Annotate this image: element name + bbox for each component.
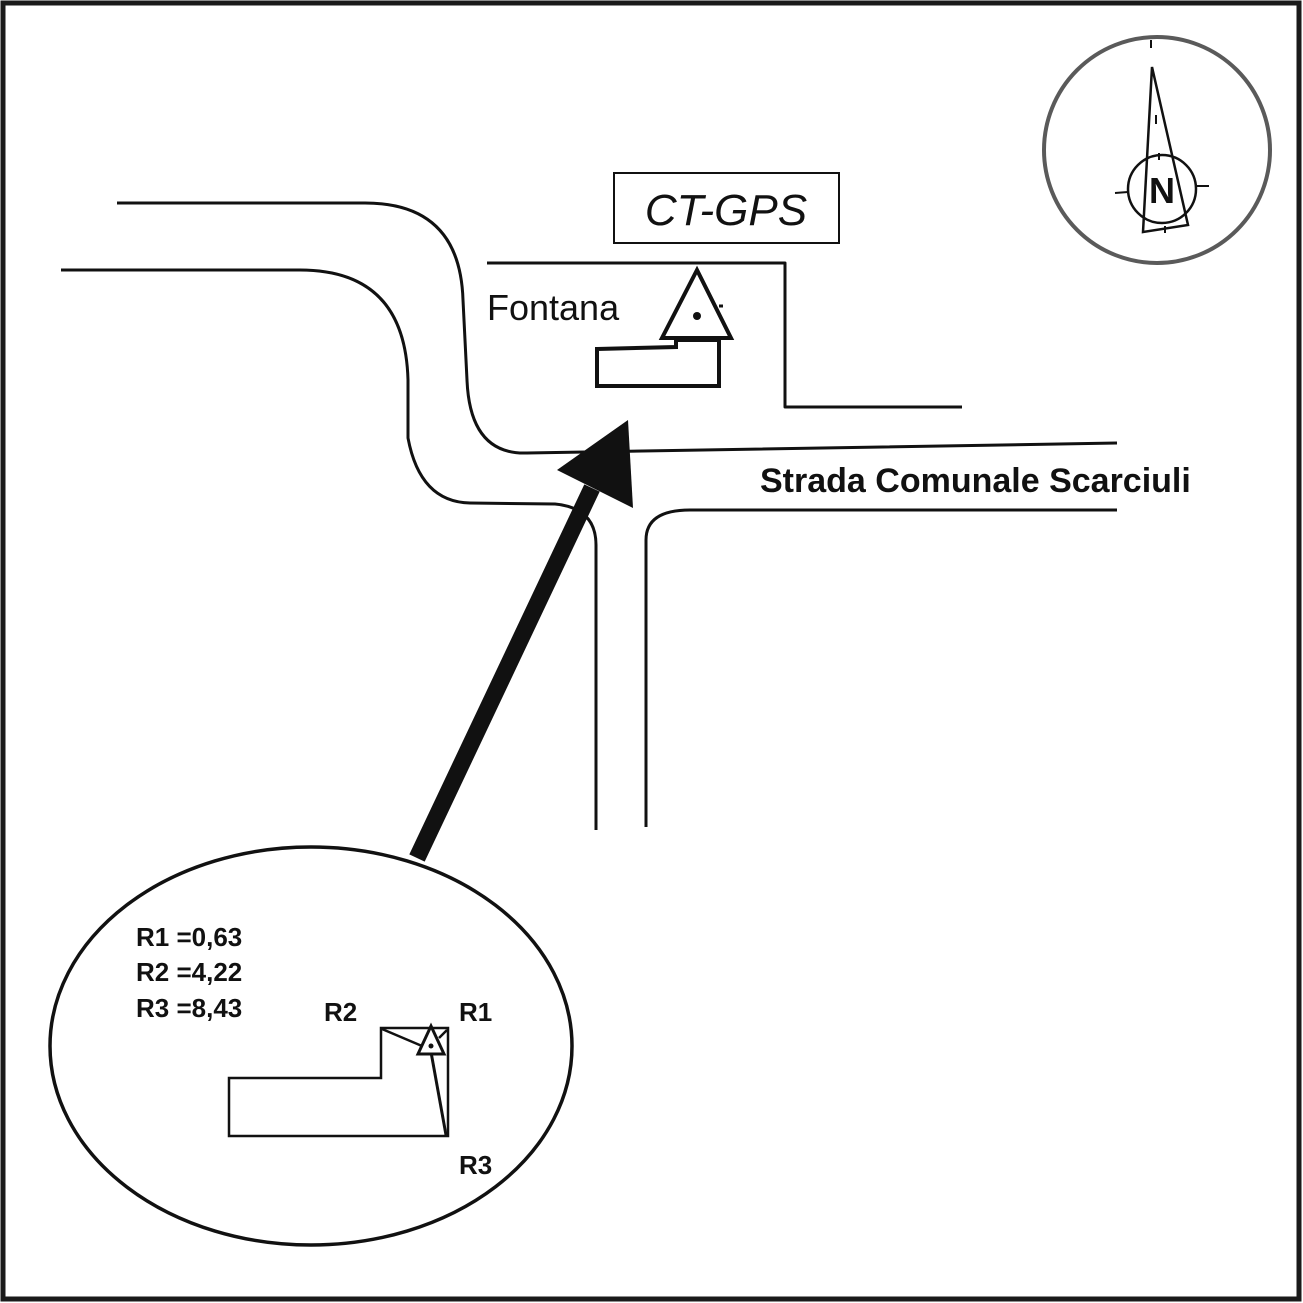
distance-list: R1 =0,63 R2 =4,22 R3 =8,43: [136, 922, 242, 1023]
ref-label-r3: R3: [459, 1150, 492, 1180]
road-south-right-edge: [644, 508, 1117, 827]
compass-tick-west: [1114, 191, 1129, 194]
measure-line-r2: [381, 1027, 423, 1048]
ref-label-r1: R1: [459, 997, 492, 1027]
fountain-label: Fontana: [487, 287, 620, 328]
measure-line-r1: [438, 1029, 448, 1039]
block-outline: [487, 261, 962, 409]
street-label: Strada Comunale Scarciuli: [760, 462, 1191, 500]
ref-label-r2: R2: [324, 997, 357, 1027]
compass-icon: N: [1042, 35, 1272, 265]
distance-r3: R3 =8,43: [136, 993, 242, 1023]
compass-ring: [1042, 35, 1272, 265]
inset-building: [227, 1026, 450, 1138]
survey-point-icon: [658, 265, 735, 340]
station-label-frame: [613, 172, 840, 244]
measure-line-r3: [429, 1051, 448, 1136]
pointer-arrow-icon: [409, 420, 633, 862]
inset-survey-point-icon: [415, 1022, 447, 1056]
distance-r2: R2 =4,22: [136, 957, 242, 987]
road-upper-edge: [117, 201, 1118, 455]
north-label: N: [1149, 170, 1175, 211]
station-label: CT-GPS: [645, 186, 807, 235]
distance-r1: R1 =0,63: [136, 922, 242, 952]
compass-inner-circle: [1126, 153, 1198, 225]
station-label-box: CT-GPS: [613, 172, 840, 244]
detail-inset: [48, 845, 574, 1247]
